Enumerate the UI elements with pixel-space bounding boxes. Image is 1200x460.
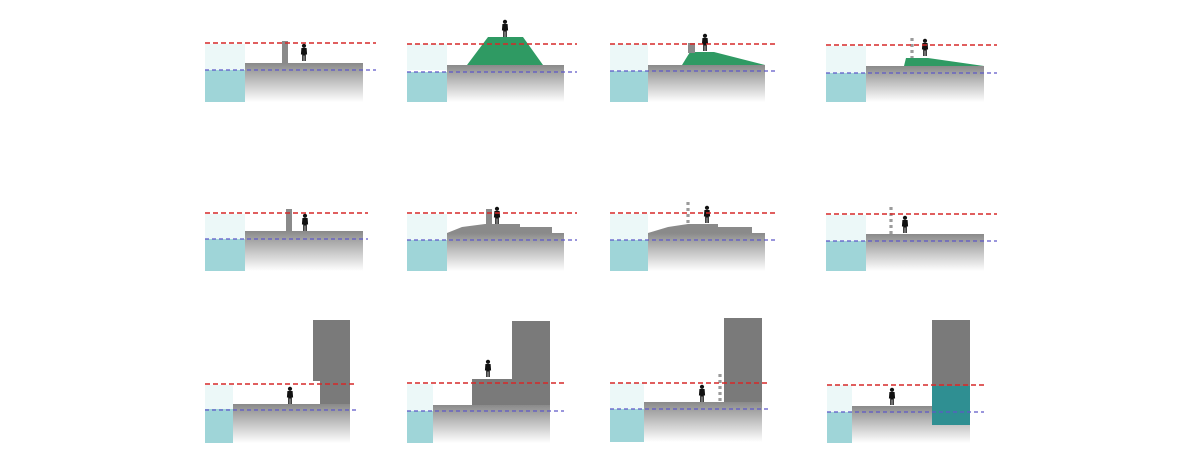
ground-section — [447, 65, 564, 102]
building-upper — [932, 320, 970, 386]
person-icon — [493, 206, 501, 224]
air-zone — [610, 44, 648, 71]
dike — [682, 52, 765, 65]
air-zone — [205, 214, 245, 239]
building-upper — [512, 321, 550, 379]
water-body — [407, 411, 433, 443]
water-body — [407, 72, 447, 102]
ground-section — [245, 63, 363, 102]
panel-row2-col1 — [205, 209, 368, 271]
flood-wall — [282, 41, 288, 63]
panel-row1-col4 — [826, 38, 997, 102]
air-zone — [407, 44, 447, 70]
air-zone — [205, 44, 245, 70]
water-body — [826, 241, 866, 271]
ground-section — [866, 234, 984, 271]
panel-row2-col2 — [407, 206, 577, 271]
flooded-building-base — [932, 386, 970, 425]
dike — [904, 58, 984, 66]
air-zone — [610, 214, 648, 240]
water-body — [826, 73, 866, 102]
ground-section — [648, 65, 765, 102]
water-body — [827, 412, 852, 443]
water-body — [610, 409, 644, 442]
person-icon — [501, 19, 509, 37]
person-icon — [703, 205, 711, 223]
panel-row2-col4 — [826, 207, 997, 271]
terrace — [648, 224, 752, 233]
building-base — [320, 381, 350, 404]
person-icon — [301, 213, 309, 231]
person-icon — [300, 43, 308, 61]
panel-row3-col2 — [407, 321, 564, 443]
ground-section — [245, 231, 363, 271]
panel-row3-col4 — [827, 320, 984, 443]
water-body — [205, 70, 245, 102]
ground-section — [644, 402, 762, 442]
ground-section — [866, 66, 984, 102]
person-icon — [484, 359, 492, 377]
panel-row3-col3 — [610, 318, 769, 442]
flood-wall — [688, 43, 695, 53]
flood-wall — [286, 209, 292, 231]
air-zone — [610, 383, 644, 409]
panel-row2-col3 — [610, 202, 778, 271]
air-zone — [826, 215, 866, 241]
air-zone — [826, 46, 866, 73]
panel-row1-col3 — [610, 33, 778, 102]
dike — [467, 37, 543, 65]
person-icon — [286, 386, 294, 404]
air-zone — [407, 384, 433, 411]
terrace — [447, 224, 552, 233]
person-icon — [698, 384, 706, 402]
panel-row1-col1 — [205, 41, 376, 102]
panel-row1-col2 — [407, 19, 577, 102]
person-icon — [901, 215, 909, 233]
ground-section — [447, 233, 564, 271]
person-icon — [701, 33, 709, 51]
water-body — [205, 409, 233, 443]
water-body — [610, 71, 648, 102]
panel-row3-col1 — [205, 320, 357, 443]
person-icon — [888, 387, 896, 405]
water-body — [610, 240, 648, 271]
water-body — [407, 240, 447, 271]
air-zone — [407, 214, 447, 240]
flood-wall — [486, 209, 492, 224]
air-zone — [205, 385, 233, 409]
air-zone — [827, 385, 852, 412]
water-body — [205, 239, 245, 271]
building-upper — [313, 320, 350, 381]
person-icon — [921, 38, 929, 56]
building — [724, 318, 762, 402]
ground-section — [648, 233, 765, 271]
